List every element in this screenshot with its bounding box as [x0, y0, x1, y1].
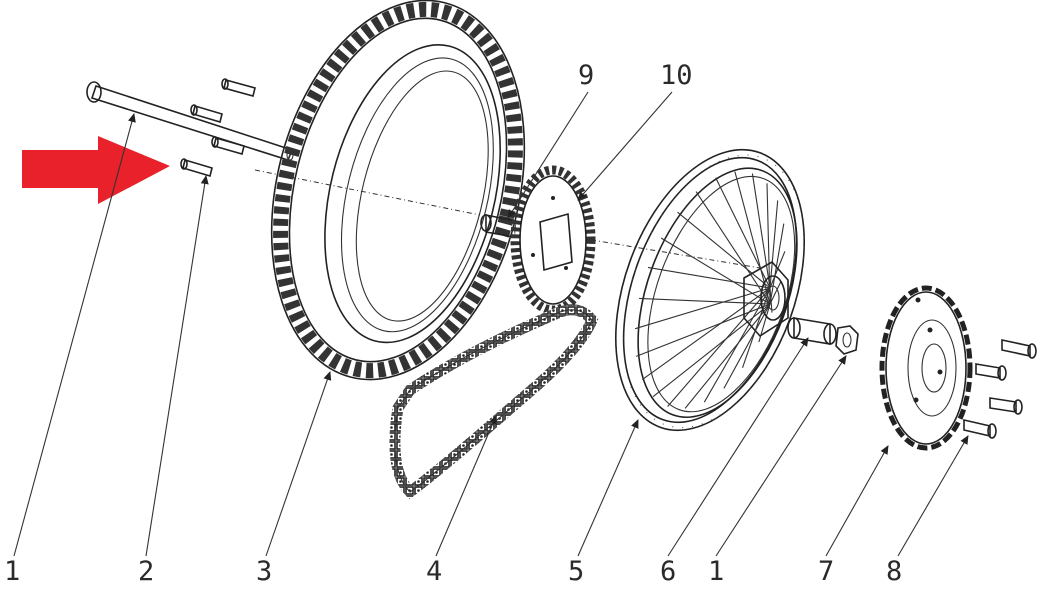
- spoke: [695, 191, 771, 305]
- leader-line-10: [577, 91, 673, 201]
- spoke: [769, 200, 779, 289]
- spoke: [766, 183, 771, 305]
- part-bearing-spacer: [787, 317, 837, 345]
- spoke: [677, 211, 771, 289]
- callout-5: 5: [568, 556, 584, 587]
- part-brake-disc: [879, 285, 973, 451]
- leader-line-5: [577, 419, 639, 557]
- callout-labels: 1 2 3 4 5 6 1 7 8 9 10: [4, 60, 902, 587]
- part-spacers: [180, 78, 256, 178]
- leader-line-9: [507, 91, 589, 219]
- spoke: [634, 287, 771, 330]
- spoke: [667, 287, 771, 407]
- callout-10: 10: [660, 60, 693, 91]
- leader-line-1b: [715, 355, 847, 557]
- part-chain: [389, 304, 599, 500]
- callout-1b: 1: [708, 556, 724, 587]
- leader-line-3: [265, 371, 332, 557]
- spoke: [734, 171, 771, 305]
- callout-9: 9: [578, 60, 594, 91]
- spoke: [769, 223, 785, 305]
- leader-line-4: [435, 415, 497, 557]
- leader-line-2: [145, 175, 209, 557]
- callout-1a: 1: [4, 556, 20, 587]
- leader-line-8: [897, 435, 969, 557]
- callout-7: 7: [818, 556, 834, 587]
- part-sprocket: [510, 165, 596, 315]
- spoke: [639, 297, 771, 305]
- callout-2: 2: [138, 556, 154, 587]
- part-axle-nut: [835, 325, 859, 355]
- red-pointer-arrow: [22, 136, 170, 204]
- callout-8: 8: [886, 556, 902, 587]
- spoke: [751, 173, 771, 289]
- leader-line-1a: [13, 113, 136, 557]
- part-rim: [615, 148, 805, 432]
- part-tire: [270, 0, 526, 381]
- spoke: [769, 251, 786, 289]
- spoke: [647, 266, 771, 289]
- spoke: [684, 303, 771, 409]
- callout-4: 4: [426, 556, 442, 587]
- callout-3: 3: [256, 556, 272, 587]
- leader-line-6: [667, 337, 809, 557]
- spoke: [635, 303, 771, 357]
- part-disc-bolts: [963, 339, 1037, 439]
- spoke: [660, 237, 771, 305]
- spoke: [652, 303, 771, 398]
- spoke: [769, 281, 782, 305]
- callout-6: 6: [660, 556, 676, 587]
- spoke: [723, 303, 771, 389]
- leader-line-7: [825, 445, 889, 557]
- leader-lines: [13, 91, 969, 557]
